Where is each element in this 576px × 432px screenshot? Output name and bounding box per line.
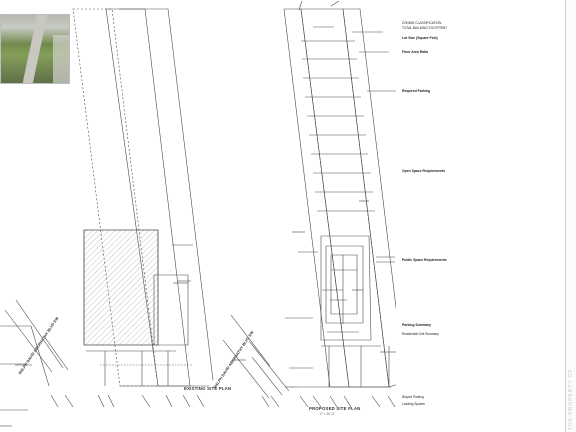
bicycle-parking-note: Bicycle Parking [402,395,424,399]
zoning-panel: ZONING CLASSIFICATION TOTAL BUILDING FOO… [396,0,565,432]
right-site-plan [222,0,406,408]
right-plan-title: PROPOSED SITE PLAN [309,406,361,411]
residential-unit-summary: Residential Unit Summary [402,332,439,336]
title-strip [565,0,576,432]
loading-spaces-note: Loading Spaces [402,402,425,406]
left-plan-title: EXISTING SITE PLAN [184,386,232,391]
section-floor-area-ratio: Floor Area Ratio [402,50,429,54]
site-photo [0,14,70,84]
right-plan-scale: 1" = 10'-0" [320,412,335,416]
panel-header-line-2: TOTAL BUILDING FOOTPRINT [402,26,448,30]
section-lot-size: Lot Size (Square Feet) [402,36,438,40]
section-public-space: Public Space Requirements [402,258,447,262]
panel-header-line-1: ZONING CLASSIFICATION [402,21,442,25]
title-strip-text: THE PROPERTY OF [568,367,574,430]
left-site-plan [0,8,214,427]
section-parking-summary: Parking Summary [402,323,431,327]
section-required-parking: Required Parking [402,89,431,93]
section-open-space: Open Space Requirements [402,169,446,173]
